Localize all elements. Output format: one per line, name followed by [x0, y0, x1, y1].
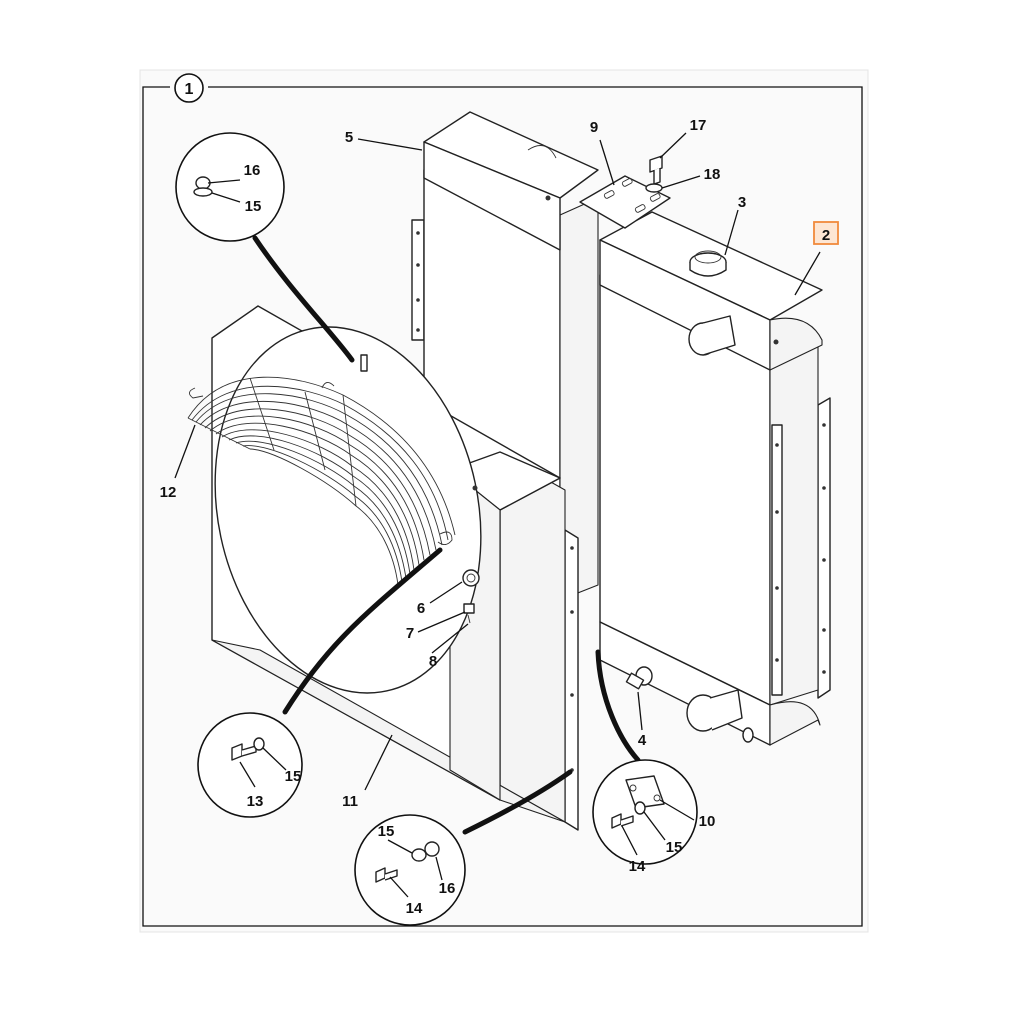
leader-lines — [174, 132, 821, 898]
callout-7[interactable]: 7 — [406, 625, 414, 642]
detail-bubble-bottom[interactable] — [354, 769, 573, 926]
figure-index-badge[interactable]: 1 — [174, 73, 204, 103]
callout-14-bottom[interactable]: 14 — [406, 900, 423, 917]
callout-5[interactable]: 5 — [345, 129, 353, 146]
figure-index-label: 1 — [185, 81, 194, 98]
callout-14-right[interactable]: 14 — [629, 858, 646, 875]
callout-4[interactable]: 4 — [638, 732, 647, 749]
detail-bubble-top[interactable] — [175, 132, 355, 363]
callout-13[interactable]: 13 — [247, 793, 264, 810]
callout-18[interactable]: 18 — [704, 166, 721, 183]
callout-labels: 2 3 4 5 6 7 8 9 10 11 12 13 14 14 15 15 … — [160, 117, 831, 917]
callout-12[interactable]: 12 — [160, 484, 177, 501]
callout-2-highlight — [813, 221, 839, 245]
callout-2[interactable]: 2 — [822, 227, 830, 244]
callout-3[interactable]: 3 — [738, 194, 746, 211]
callout-15-top[interactable]: 15 — [245, 198, 262, 215]
callout-16-bottom[interactable]: 16 — [439, 880, 456, 897]
fan-guard[interactable] — [187, 376, 456, 586]
detail-bubble-left[interactable] — [197, 547, 443, 818]
bolt-17[interactable] — [649, 155, 663, 185]
callout-15-bottom[interactable]: 15 — [378, 823, 395, 840]
fan-shroud[interactable] — [182, 302, 579, 831]
radiator-core[interactable] — [599, 211, 831, 746]
callout-10[interactable]: 10 — [699, 813, 716, 830]
callout-11[interactable]: 11 — [342, 793, 358, 810]
callout-9[interactable]: 9 — [590, 119, 598, 136]
callout-16-top[interactable]: 16 — [244, 162, 261, 179]
callout-8[interactable]: 8 — [429, 653, 437, 670]
detail-bubble-right[interactable] — [592, 649, 698, 865]
figure-frame — [142, 86, 863, 927]
callout-15-right[interactable]: 15 — [666, 839, 683, 856]
washer-18[interactable] — [645, 183, 663, 193]
callout-17[interactable]: 17 — [690, 117, 707, 134]
callout-15-left[interactable]: 15 — [285, 768, 302, 785]
callout-6[interactable]: 6 — [417, 600, 425, 617]
